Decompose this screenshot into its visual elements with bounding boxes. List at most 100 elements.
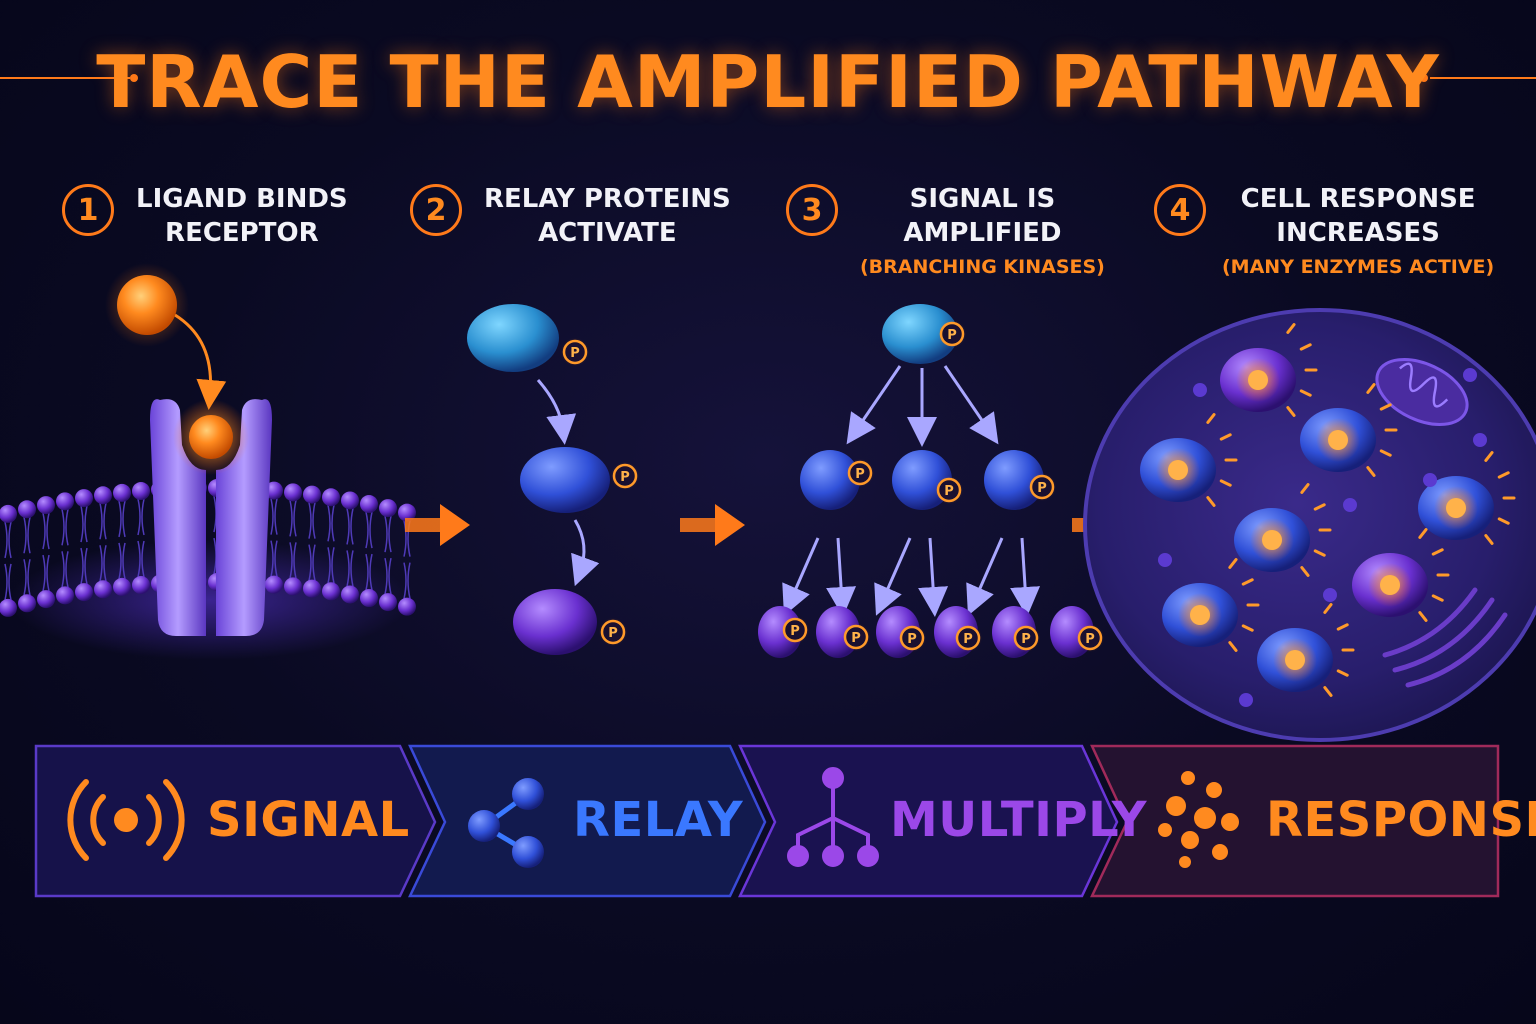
step-1-line-2: RECEPTOR xyxy=(165,218,319,248)
lipid-head xyxy=(56,492,74,511)
step-1: 1 LIGAND BINDS RECEPTOR xyxy=(62,182,348,250)
phosphate-label: P xyxy=(570,346,580,361)
lipid-head xyxy=(379,593,397,612)
active-enzyme xyxy=(1162,558,1260,652)
banner-label-response: RESPONSE xyxy=(1266,792,1536,848)
mitochondrion xyxy=(1375,358,1469,426)
phosphate-label: P xyxy=(963,632,973,647)
receptor xyxy=(150,399,272,636)
phosphate-badge: P xyxy=(599,618,627,646)
lipid-head xyxy=(303,485,321,504)
phosphate-badge: P xyxy=(938,320,966,348)
bound-ligand xyxy=(189,415,233,459)
step-2: 2 RELAY PROTEINS ACTIVATE xyxy=(410,182,731,250)
step-2-line-1: RELAY PROTEINS xyxy=(484,184,731,214)
phosphate-badge: P xyxy=(846,459,874,487)
phosphate-label: P xyxy=(790,624,800,639)
active-enzyme xyxy=(1257,603,1355,697)
lipid-head xyxy=(0,504,17,523)
lipid-head xyxy=(18,500,36,519)
vesicle xyxy=(1473,433,1487,447)
transition-arrow-1 xyxy=(405,504,470,546)
lipid-head xyxy=(379,499,397,518)
active-enzyme xyxy=(1140,413,1238,507)
dot-cluster-icon xyxy=(1158,771,1239,868)
relay-chain-panel xyxy=(467,304,610,655)
step-4: 4 CELL RESPONSE INCREASES (MANY ENZYMES … xyxy=(1154,182,1494,284)
active-enzyme xyxy=(1352,528,1450,622)
vesicle xyxy=(1463,368,1477,382)
step-3-number: 3 xyxy=(786,184,838,236)
step-4-subtitle: (MANY ENZYMES ACTIVE) xyxy=(1222,256,1495,278)
step-3-subtitle: (BRANCHING KINASES) xyxy=(860,256,1105,278)
cascade-top-kinase xyxy=(882,304,958,364)
title-rule-left-dot xyxy=(130,74,138,82)
banner-label-multiply: MULTIPLY xyxy=(890,792,1148,848)
lipid-head xyxy=(265,481,283,500)
step-3-text: SIGNAL IS AMPLIFIED (BRANCHING KINASES) xyxy=(860,182,1105,284)
banner-segment-relay xyxy=(408,744,767,898)
lipid-head xyxy=(56,586,74,605)
step-3-line-1: SIGNAL IS xyxy=(909,184,1056,214)
lipid-head xyxy=(94,580,112,599)
lipid-head xyxy=(341,491,359,510)
cascade-mid-kinase-3 xyxy=(984,450,1044,510)
relay-protein-2 xyxy=(520,447,610,513)
relay-protein-1 xyxy=(467,304,559,372)
phosphate-badge: P xyxy=(561,338,589,366)
lipid-head xyxy=(113,483,131,502)
phosphate-label: P xyxy=(620,470,630,485)
phosphate-label: P xyxy=(1085,632,1095,647)
phosphate-badge: P xyxy=(1076,624,1104,652)
step-3: 3 SIGNAL IS AMPLIFIED (BRANCHING KINASES… xyxy=(786,182,1105,284)
step-1-text: LIGAND BINDS RECEPTOR xyxy=(136,182,348,250)
branching-tree-icon xyxy=(787,767,879,867)
vesicle xyxy=(1343,498,1357,512)
phosphate-label: P xyxy=(608,626,618,641)
lipid-head xyxy=(132,576,150,595)
step-2-text: RELAY PROTEINS ACTIVATE xyxy=(484,182,731,250)
phosphate-label: P xyxy=(947,328,957,343)
lipid-head xyxy=(37,496,55,515)
phosphate-badge: P xyxy=(1012,624,1040,652)
vesicle xyxy=(1239,693,1253,707)
step-4-line-2: INCREASES xyxy=(1276,218,1440,248)
phosphate-label: P xyxy=(1037,481,1047,496)
lipid-head xyxy=(75,583,93,602)
ligand xyxy=(117,275,177,335)
active-enzyme xyxy=(1234,483,1332,577)
cascade-mid-kinase-1 xyxy=(800,450,860,510)
phosphate-badge: P xyxy=(781,616,809,644)
step-1-number: 1 xyxy=(62,184,114,236)
step-1-line-1: LIGAND BINDS xyxy=(136,184,348,214)
lipid-head xyxy=(37,590,55,609)
phosphate-badge: P xyxy=(935,476,963,504)
active-enzyme xyxy=(1300,383,1398,477)
phosphate-label: P xyxy=(851,631,861,646)
lipid-head xyxy=(322,582,340,601)
phosphate-label: P xyxy=(944,484,954,499)
lipid-head xyxy=(284,577,302,596)
banner-label-relay: RELAY xyxy=(573,792,744,848)
transition-arrow-2 xyxy=(680,504,745,546)
step-2-number: 2 xyxy=(410,184,462,236)
lipid-head xyxy=(132,482,150,501)
title-rule-left xyxy=(0,77,130,79)
relay-protein-3 xyxy=(513,589,597,655)
golgi-apparatus xyxy=(1382,587,1508,688)
cell-panel xyxy=(1083,308,1536,742)
lipid-head xyxy=(18,594,36,613)
step-4-text: CELL RESPONSE INCREASES (MANY ENZYMES AC… xyxy=(1222,182,1494,284)
active-enzyme xyxy=(1418,451,1516,545)
lipid-head xyxy=(341,585,359,604)
step-3-line-2: AMPLIFIED xyxy=(903,218,1062,248)
lipid-head xyxy=(360,495,378,514)
page-title: TRACE THE AMPLIFIED PATHWAY xyxy=(96,40,1440,124)
lipid-head xyxy=(303,579,321,598)
molecule-chain-icon xyxy=(468,778,544,868)
process-banner xyxy=(34,744,1500,898)
lipid-head xyxy=(398,503,416,522)
lipid-head xyxy=(322,488,340,507)
membrane-receptor-panel xyxy=(0,263,416,660)
lipid-head xyxy=(75,489,93,508)
